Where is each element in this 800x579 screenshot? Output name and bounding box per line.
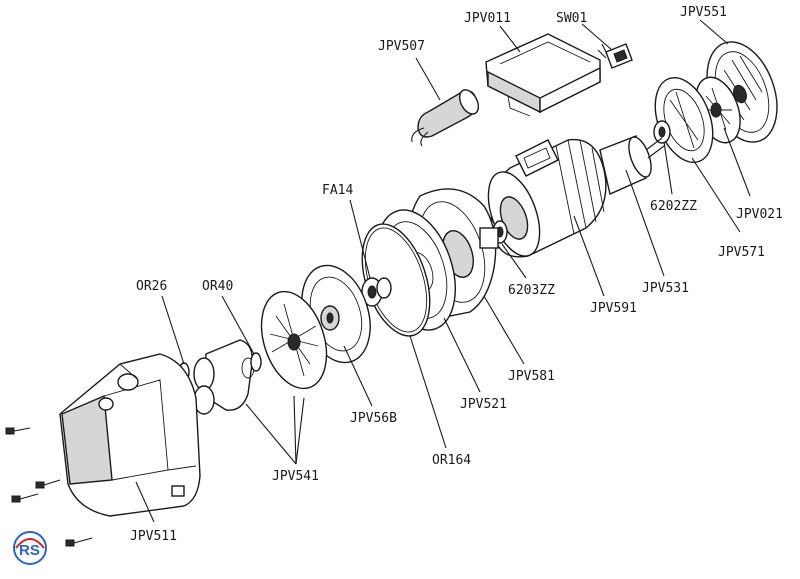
bolt-bottom bbox=[65, 537, 93, 547]
leader-lines bbox=[135, 19, 751, 523]
small-o-ring-or40-part bbox=[250, 352, 262, 372]
bolt-left-middle bbox=[11, 493, 39, 503]
label-or26: OR26 bbox=[136, 279, 167, 294]
label-or40: OR40 bbox=[202, 279, 233, 294]
motor-body-part bbox=[487, 138, 607, 258]
label-sw01: SW01 bbox=[556, 11, 587, 26]
pump-body-part bbox=[59, 353, 201, 517]
switch-part bbox=[597, 43, 633, 69]
label-jpv511: JPV511 bbox=[130, 529, 177, 544]
capacitor-part bbox=[411, 89, 480, 147]
bolt-right-middle bbox=[35, 479, 61, 489]
rotor-shaft-part bbox=[599, 135, 665, 195]
label-jpv551: JPV551 bbox=[680, 5, 727, 20]
end-shield-part bbox=[654, 77, 714, 163]
label-jpv531: JPV531 bbox=[642, 281, 689, 296]
rs-logo: RS bbox=[13, 531, 47, 565]
label-jpv507: JPV507 bbox=[378, 39, 425, 54]
label-jpv021: JPV021 bbox=[736, 207, 783, 222]
label-or164: OR164 bbox=[432, 453, 471, 468]
bolt-top bbox=[5, 427, 31, 435]
label-jpv56b: JPV56B bbox=[350, 411, 397, 426]
label-jpv541: JPV541 bbox=[272, 469, 319, 484]
diffuser-part bbox=[260, 290, 328, 390]
label-6203zz: 6203ZZ bbox=[508, 283, 555, 298]
venturi-part bbox=[193, 339, 255, 415]
label-6202zz: 6202ZZ bbox=[650, 199, 697, 214]
label-jpv581: JPV581 bbox=[508, 369, 555, 384]
terminal-box-part bbox=[485, 33, 601, 117]
rs-logo-text: RS bbox=[19, 542, 40, 559]
rear-bearing-part bbox=[653, 120, 671, 144]
label-jpv571: JPV571 bbox=[718, 245, 765, 260]
label-jpv591: JPV591 bbox=[590, 301, 637, 316]
label-fa14: FA14 bbox=[322, 183, 353, 198]
label-jpv011: JPV011 bbox=[464, 11, 511, 26]
label-jpv521: JPV521 bbox=[460, 397, 507, 412]
mechanical-seal-part bbox=[361, 277, 392, 307]
